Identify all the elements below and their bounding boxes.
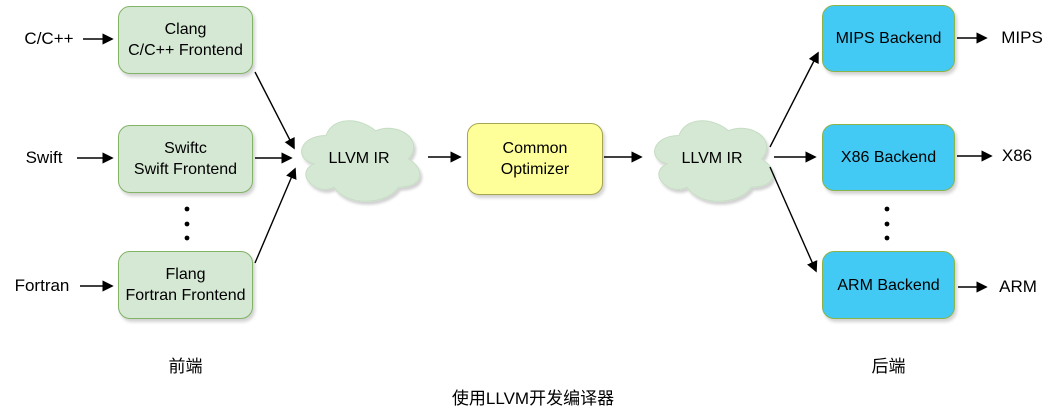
- node-mips-backend: MIPS Backend: [822, 5, 955, 72]
- node-optimizer-line2: Optimizer: [500, 161, 570, 178]
- node-clang-line1: Clang: [164, 21, 207, 38]
- llvm-ir-cloud-left: LLVM IR: [328, 150, 390, 167]
- node-flang-frontend: Flang Fortran Frontend: [118, 251, 253, 319]
- node-arm-backend: ARM Backend: [822, 251, 955, 319]
- backend-section-label: 后端: [871, 357, 906, 376]
- llvm-ir-cloud-left-shape: [301, 120, 421, 202]
- frontend-section-label: 前端: [168, 357, 203, 376]
- node-optimizer-line1: Common: [502, 140, 568, 157]
- node-flang-line1: Flang: [165, 266, 206, 283]
- arrow-flang-to-ir: [254, 167, 297, 264]
- arrow-ir-to-arm: [769, 166, 818, 273]
- node-swiftc-line1: Swiftc: [164, 140, 207, 157]
- node-flang-line2: Fortran Frontend: [125, 287, 246, 304]
- node-mips-label: MIPS Backend: [835, 30, 942, 47]
- input-label-fortran: Fortran: [14, 276, 70, 295]
- node-x86-backend: X86 Backend: [822, 124, 955, 191]
- node-x86-label: X86 Backend: [840, 149, 937, 166]
- node-swiftc-frontend: Swiftc Swift Frontend: [118, 125, 253, 193]
- input-label-cpp: C/C++: [24, 29, 74, 48]
- backend-ellipsis: [884, 206, 890, 241]
- node-clang-line2: C/C++ Frontend: [128, 42, 243, 59]
- arrow-clang-to-ir: [254, 71, 295, 150]
- node-swiftc-line2: Swift Frontend: [133, 161, 238, 178]
- llvm-ir-cloud-right: LLVM IR: [681, 150, 743, 167]
- node-clang-frontend: Clang C/C++ Frontend: [118, 6, 253, 74]
- node-common-optimizer: Common Optimizer: [467, 123, 603, 195]
- output-label-mips: MIPS: [1001, 28, 1043, 47]
- input-label-swift: Swift: [25, 148, 63, 167]
- node-arm-label: ARM Backend: [837, 276, 940, 294]
- arrow-ir-to-mips: [769, 51, 819, 148]
- output-label-x86: X86: [1001, 146, 1033, 165]
- diagram-title: 使用LLVM开发编译器: [451, 389, 615, 408]
- frontend-ellipsis: [184, 206, 190, 241]
- output-label-arm: ARM: [999, 277, 1037, 296]
- llvm-ir-cloud-right-shape: [654, 120, 774, 202]
